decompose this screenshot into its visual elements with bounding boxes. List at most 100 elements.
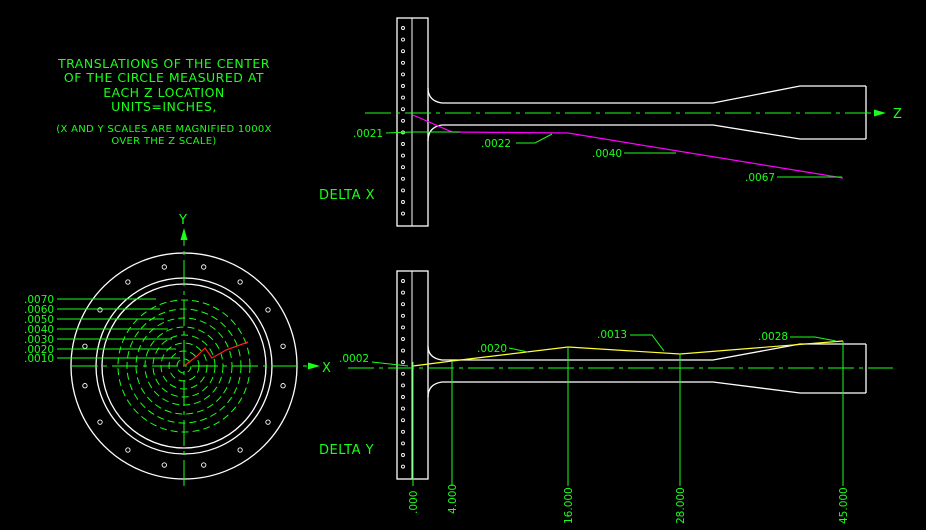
flange-bolt-hole [201, 264, 207, 270]
bolt-hole [401, 279, 405, 283]
top-tube-lower-outline [427, 124, 866, 142]
delta-y-leader-3 [630, 334, 665, 352]
flange-bolt-hole [237, 279, 243, 285]
translation-note: TRANSLATIONS OF THE CENTER OF THE CIRCLE… [44, 56, 284, 115]
delta-x-view: Z .0021 .0022 .0040 .0067 DELTA X [319, 17, 902, 227]
ring-value-0030: .0030 [24, 334, 54, 346]
ring-value-0070: .0070 [24, 294, 54, 306]
flange-bolt-hole [161, 462, 167, 468]
bolt-hole [401, 360, 405, 365]
flange-bolt-hole [97, 307, 103, 313]
x-axis-label: X [322, 361, 331, 376]
flange-bolt-hole [265, 419, 271, 425]
z-station-45: 45.000 [838, 487, 850, 524]
bolt-hole [401, 337, 405, 341]
bolt-hole [401, 95, 405, 100]
z-station-16: 16.000 [563, 487, 575, 524]
z-station-4: 4.000 [447, 484, 459, 514]
delta-x-value-1: .0021 [353, 128, 383, 140]
scale-note: (X AND Y SCALES ARE MAGNIFIED 1000X OVER… [34, 124, 294, 147]
bottom-flange-bolt-holes [401, 279, 405, 469]
delta-y-leader-1 [371, 361, 409, 367]
bolt-hole [401, 371, 405, 376]
bolt-hole [401, 453, 405, 457]
z-station-28: 28.000 [675, 487, 687, 524]
flange-bolt-hole [161, 264, 167, 270]
z-axis-label: Z [893, 107, 902, 122]
center-shift-vector [183, 341, 249, 367]
delta-y-view: .0002 .0020 .0013 .0028 DELTA Y .000 4.0… [319, 270, 893, 524]
flange-bolt-hole [265, 307, 271, 313]
flange-bolt-hole [201, 462, 207, 468]
bolt-hole [401, 84, 405, 88]
bolt-hole [401, 325, 405, 330]
bolt-hole [401, 188, 405, 193]
delta-y-leader-2 [508, 347, 529, 353]
bolt-hole [401, 165, 405, 170]
delta-x-value-2: .0022 [481, 138, 511, 150]
x-axis-arrowhead [308, 362, 320, 370]
flange-bolt-hole [280, 383, 286, 389]
flange-bolt-hole [237, 447, 243, 453]
delta-y-value-3: .0013 [597, 329, 627, 341]
bolt-hole [401, 200, 405, 204]
flange-bolt-hole [125, 279, 131, 285]
flange-bolt-hole [82, 343, 88, 349]
bolt-hole [401, 49, 405, 54]
bolt-hole [401, 211, 405, 216]
flange-bolt-hole [280, 343, 286, 349]
ring-value-0010: .0010 [24, 353, 54, 365]
bolt-hole [401, 37, 405, 42]
bottom-tube-lower-outline [427, 381, 866, 398]
scale-note-line-1: (X AND Y SCALES ARE MAGNIFIED 1000X [56, 124, 272, 135]
y-axis-label: Y [178, 213, 187, 228]
delta-x-curve [412, 114, 844, 179]
note-line-1: TRANSLATIONS OF THE CENTER [57, 56, 270, 71]
delta-x-leader-1 [385, 131, 460, 134]
delta-y-value-2: .0020 [477, 343, 507, 355]
note-line-2: OF THE CIRCLE MEASURED AT [63, 70, 265, 86]
top-flange-bolt-holes [401, 26, 405, 216]
bolt-hole [401, 26, 405, 30]
bolt-hole [401, 118, 405, 123]
deflection-ring [176, 358, 192, 374]
top-tube-upper-outline [427, 85, 866, 104]
delta-x-value-4: .0067 [745, 172, 775, 184]
bolt-hole [401, 60, 405, 65]
end-view-circle: X Y .0070 .0060 .0050 .0040 .0030 .0020 … [24, 213, 331, 486]
bolt-hole [401, 429, 405, 434]
bottom-tube-upper-outline [427, 343, 866, 361]
ring-legend-leaders [57, 298, 180, 359]
bolt-hole [401, 72, 405, 77]
bolt-hole [401, 348, 405, 353]
bolt-hole [401, 290, 405, 295]
z-station-0: .000 [408, 491, 420, 514]
bolt-hole [401, 142, 405, 146]
ring-value-0040: .0040 [24, 324, 54, 336]
bolt-hole [401, 464, 405, 469]
bolt-hole [401, 406, 405, 411]
bolt-hole [401, 395, 405, 399]
delta-y-leader-4 [790, 336, 837, 342]
note-line-3: EACH Z LOCATION [103, 84, 225, 100]
delta-x-value-3: .0040 [592, 148, 622, 160]
delta-y-value-4: .0028 [758, 331, 788, 343]
ring-value-0050: .0050 [24, 314, 54, 326]
bolt-hole [401, 441, 405, 446]
flange-bolt-hole [97, 419, 103, 425]
scale-note-line-2: OVER THE Z SCALE) [111, 135, 217, 147]
delta-x-label: DELTA X [319, 188, 375, 203]
delta-x-leader-2 [516, 133, 553, 144]
delta-y-value-1: .0002 [339, 353, 369, 365]
bolt-hole [401, 153, 405, 158]
delta-y-label: DELTA Y [319, 443, 374, 458]
bolt-hole [401, 302, 405, 307]
bolt-hole [401, 313, 405, 318]
bolt-hole [401, 418, 405, 423]
y-axis-arrowhead [180, 228, 188, 240]
bolt-hole [401, 176, 405, 181]
end-view-bolt-holes [82, 264, 286, 468]
bolt-hole [401, 107, 405, 112]
flange-bolt-hole [82, 383, 88, 389]
